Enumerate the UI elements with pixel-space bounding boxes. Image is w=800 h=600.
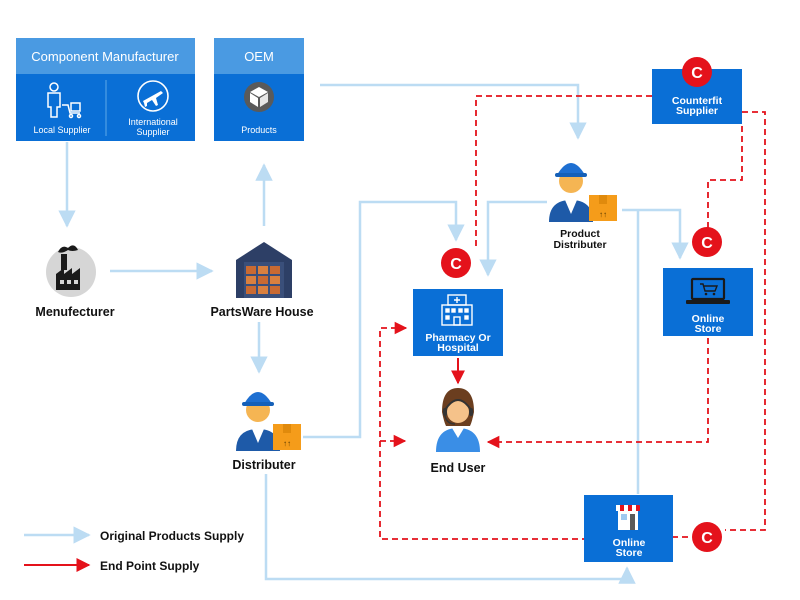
line-counterfeit-to-bottom-store [725,111,766,531]
line-online-store-to-end-user [486,338,709,449]
local-supplier-label: Local Supplier [33,125,90,135]
distributer-node[interactable]: ↑↑ Distributer [232,392,301,472]
product-distributer-label-2: Distributer [553,239,606,251]
line-counterfeit-to-pharmacy [475,95,652,248]
counterfeit-badge-pharmacy: C [441,248,471,278]
online-store-right-label-2: Store [695,323,722,335]
svg-text:C: C [691,65,703,82]
svg-text:↑↑: ↑↑ [599,210,607,219]
svg-text:C: C [701,530,713,547]
pharmacy-node[interactable]: Pharmacy Or Hospital [413,289,503,356]
online-store-right-node[interactable]: Online Store [663,268,753,336]
legend-endpoint-label: End Point Supply [100,559,200,573]
line-bottom-store-to-pharmacy [379,321,588,540]
airplane-icon [137,80,169,112]
storefront-icon [616,505,640,530]
worker-with-cart-icon [47,82,82,119]
counterfeit-badge-bottom-store: C [692,522,722,552]
products-label: Products [241,125,277,135]
original-supply-lines [58,83,689,584]
legend-original-label: Original Products Supply [100,529,244,543]
counterfeit-supplier-label-1: Counterfit [672,95,723,107]
line-product-distributer-to-online-store [622,208,689,260]
svg-text:C: C [450,256,462,273]
international-supplier-label-2: Supplier [136,127,169,137]
partsware-house-label: PartsWare House [210,305,313,319]
end-user-label: End User [431,461,486,475]
delivery-person-icon: ↑↑ [236,392,301,451]
pharmacy-label-2: Hospital [437,342,479,354]
manufacturer-node[interactable]: Menufecturer [35,245,115,319]
oem-box[interactable]: OEM Products [214,38,304,141]
counterfeit-supplier-label-2: Supplier [676,105,718,117]
online-store-bottom-label-2: Store [616,547,643,559]
svg-text:C: C [701,235,713,252]
laptop-cart-icon [686,277,730,304]
box-icon [244,82,274,112]
component-manufacturer-box[interactable]: Component Manufacturer Local Supplier In… [16,38,195,141]
oem-title: OEM [244,49,274,64]
counterfeit-badge-online-store: C [692,227,722,257]
endpoint-supply-lines [379,95,766,540]
online-store-bottom-node[interactable]: Online Store [584,495,673,562]
partsware-house-node[interactable]: PartsWare House [210,242,314,319]
distributer-label: Distributer [232,458,295,472]
pharmacy-label-1: Pharmacy Or [425,332,490,344]
counterfeit-badge-supplier: C [682,57,712,87]
delivery-person-icon: ↑↑ [549,163,617,222]
line-product-distributer-to-pharmacy [479,200,547,277]
line-distributer-to-pharmacy [303,200,465,439]
support-agent-icon [436,388,480,452]
line-oem-to-product-distributer [320,83,587,140]
counterfeit-supplier-node[interactable]: Counterfit Supplier [652,69,742,124]
online-store-bottom-label-1: Online [613,537,646,549]
factory-icon [46,245,96,297]
hospital-icon [441,294,473,326]
product-distributer-node[interactable]: ↑↑ Product Distributer [549,163,617,251]
line-distributer-to-bottom-store [264,474,636,584]
svg-text:↑↑: ↑↑ [283,439,291,448]
manufacturer-label: Menufecturer [35,305,114,319]
end-user-node[interactable]: End User [431,388,486,475]
online-store-right-label-1: Online [692,313,725,325]
legend: Original Products Supply End Point Suppl… [24,526,244,573]
product-distributer-label-1: Product [560,228,600,240]
line-counterfeit-to-online-store [707,126,743,230]
warehouse-icon [236,242,292,298]
international-supplier-label-1: International [128,117,178,127]
component-manufacturer-title: Component Manufacturer [31,49,179,64]
